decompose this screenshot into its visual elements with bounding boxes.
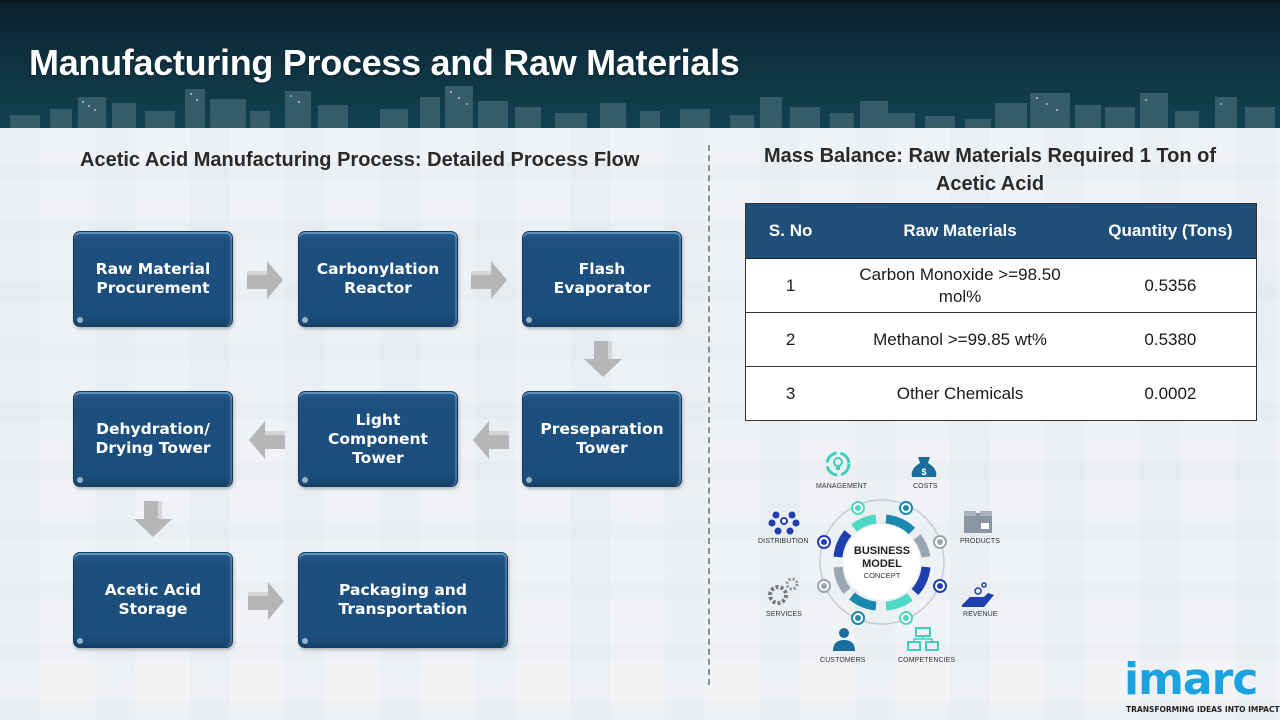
- products-icon: [964, 511, 992, 533]
- mass-balance-title-line1: Mass Balance: Raw Materials Required 1 T…: [764, 145, 1216, 167]
- step-label: Preseparation Tower: [540, 420, 664, 457]
- business-model-center-line3: CONCEPT: [864, 571, 901, 580]
- step-label: Packaging and Transportation: [338, 581, 468, 618]
- arrow-right-icon: [248, 582, 284, 620]
- logo-tagline: TRANSFORMING IDEAS INTO IMPACT: [1126, 705, 1280, 714]
- logo-wordmark: imarc: [1124, 654, 1258, 705]
- management-icon: [825, 451, 851, 477]
- column-header-raw-materials: Raw Materials: [835, 203, 1085, 259]
- cell-sno: 2: [745, 312, 836, 367]
- step-flash-evaporator: Flash Evaporator: [522, 231, 682, 327]
- arrow-right-icon: [247, 261, 283, 299]
- arrow-right-icon: [471, 261, 507, 299]
- step-dehydration-drying-tower: Dehydration/ Drying Tower: [73, 391, 233, 487]
- step-carbonylation-reactor: Carbonylation Reactor: [298, 231, 458, 327]
- imarc-logo: imarc TRANSFORMING IDEAS INTO IMPACT: [1124, 652, 1280, 718]
- competencies-icon: [907, 627, 939, 651]
- label-services: SERVICES: [766, 611, 803, 618]
- mass-balance-title: Mass Balance: Raw Materials Required 1 T…: [745, 142, 1235, 198]
- step-packaging-transportation: Packaging and Transportation: [298, 552, 508, 648]
- label-management: MANAGEMENT: [816, 483, 868, 490]
- table-row: 2 Methanol >=99.85 wt% 0.5380: [745, 312, 1257, 367]
- step-label: Acetic Acid Storage: [104, 581, 202, 618]
- mass-balance-title-line2: Acetic Acid: [935, 173, 1045, 195]
- mass-balance-table: S. No Raw Materials Quantity (Tons) 1 Ca…: [745, 203, 1257, 421]
- step-raw-material-procurement: Raw Material Procurement: [73, 231, 233, 327]
- arrow-down-icon: [134, 501, 172, 537]
- cell-material: Methanol >=99.85 wt%: [835, 312, 1085, 367]
- material-text: Carbon Monoxide >=98.50: [859, 264, 1061, 284]
- step-light-component-tower: Light Component Tower: [298, 391, 458, 487]
- business-model-graphic: BUSINESS MODEL CONCEPT $: [752, 445, 1010, 675]
- services-icon: [768, 577, 799, 605]
- cell-quantity: 0.5380: [1084, 312, 1257, 367]
- step-label: Flash Evaporator: [553, 260, 651, 297]
- column-header-sno: S. No: [745, 203, 836, 259]
- revenue-icon: [962, 582, 994, 607]
- label-products: PRODUCTS: [960, 538, 1001, 545]
- business-model-ring: BUSINESS MODEL CONCEPT $: [768, 451, 994, 651]
- costs-icon: $: [911, 457, 937, 477]
- label-revenue: REVENUE: [963, 611, 998, 618]
- cell-quantity: 0.0002: [1144, 383, 1197, 403]
- cell-quantity: 0.5356: [1084, 258, 1257, 313]
- table-header-row: S. No Raw Materials Quantity (Tons): [745, 203, 1257, 259]
- cell-sno: 1: [745, 258, 836, 313]
- arrow-left-icon: [249, 421, 285, 459]
- step-label: Dehydration/ Drying Tower: [95, 420, 211, 457]
- city-skyline-graphic: [10, 86, 1275, 128]
- step-label: Carbonylation Reactor: [316, 260, 440, 297]
- arrow-left-icon: [473, 421, 509, 459]
- header-top-line: [0, 0, 1280, 3]
- step-acetic-acid-storage: Acetic Acid Storage: [73, 552, 233, 648]
- customers-icon: [833, 628, 855, 651]
- step-label: Raw Material Procurement: [95, 260, 211, 297]
- material-text-cont: mol%: [938, 286, 982, 306]
- label-distribution: DISTRIBUTION: [758, 538, 809, 545]
- process-flow-title: Acetic Acid Manufacturing Process: Detai…: [80, 149, 640, 171]
- cell-material: Other Chemicals: [896, 383, 1024, 403]
- label-customers: CUSTOMERS: [820, 657, 866, 664]
- table-row: 3 Other Chemicals 0.0002: [746, 367, 1257, 421]
- page-title: Manufacturing Process and Raw Materials: [29, 42, 740, 83]
- svg-text:$: $: [921, 467, 926, 477]
- step-preseparation-tower: Preseparation Tower: [522, 391, 682, 487]
- business-model-center-line1: BUSINESS: [854, 545, 910, 557]
- section-divider: [708, 145, 710, 685]
- distribution-icon: [768, 511, 800, 535]
- column-header-quantity: Quantity (Tons): [1084, 203, 1257, 259]
- step-label: Light Component Tower: [328, 410, 428, 467]
- label-competencies: COMPETENCIES: [898, 657, 956, 664]
- header-banner: Manufacturing Process and Raw Materials: [0, 0, 1280, 128]
- cell-sno: 3: [785, 383, 796, 403]
- label-costs: COSTS: [913, 483, 938, 490]
- arrow-down-icon: [584, 341, 622, 377]
- business-model-center-line2: MODEL: [862, 558, 902, 570]
